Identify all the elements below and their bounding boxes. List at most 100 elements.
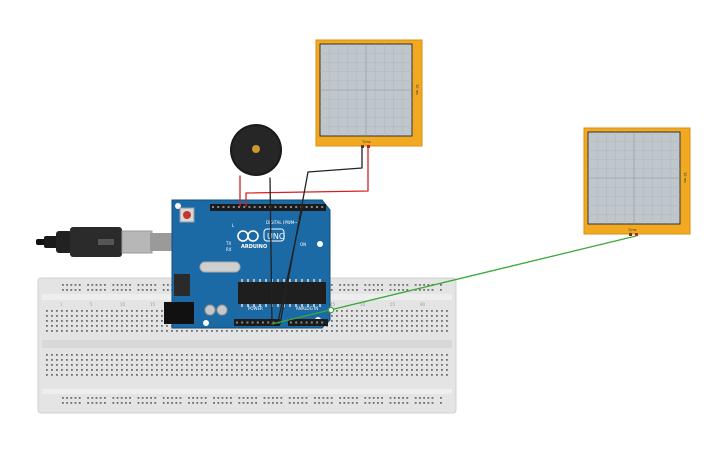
breadboard-hole[interactable] — [96, 354, 98, 356]
breadboard-hole[interactable] — [216, 374, 218, 376]
breadboard-hole[interactable] — [116, 320, 118, 322]
breadboard-hole[interactable] — [271, 374, 273, 376]
breadboard-hole[interactable] — [406, 289, 409, 291]
breadboard-hole[interactable] — [196, 397, 199, 399]
breadboard-hole[interactable] — [306, 374, 308, 376]
breadboard-hole[interactable] — [156, 325, 158, 327]
breadboard-hole[interactable] — [301, 374, 303, 376]
breadboard-hole[interactable] — [372, 289, 375, 291]
breadboard-hole[interactable] — [146, 354, 148, 356]
breadboard-hole[interactable] — [51, 325, 53, 327]
breadboard-hole[interactable] — [364, 402, 367, 404]
breadboard-hole[interactable] — [406, 330, 408, 332]
breadboard-hole[interactable] — [71, 374, 73, 376]
breadboard-hole[interactable] — [186, 374, 188, 376]
breadboard-hole[interactable] — [91, 397, 94, 399]
breadboard-hole[interactable] — [351, 374, 353, 376]
breadboard-hole[interactable] — [96, 325, 98, 327]
breadboard-hole[interactable] — [341, 359, 343, 361]
breadboard-hole[interactable] — [316, 369, 318, 371]
breadboard-hole[interactable] — [411, 310, 413, 312]
breadboard-hole[interactable] — [411, 374, 413, 376]
breadboard-hole[interactable] — [311, 330, 313, 332]
breadboard-hole[interactable] — [441, 325, 443, 327]
breadboard-hole[interactable] — [126, 359, 128, 361]
breadboard-hole[interactable] — [321, 364, 323, 366]
breadboard-hole[interactable] — [120, 397, 123, 399]
breadboard-hole[interactable] — [86, 354, 88, 356]
breadboard-hole[interactable] — [414, 402, 417, 404]
breadboard-hole[interactable] — [201, 374, 203, 376]
breadboard-hole[interactable] — [86, 359, 88, 361]
breadboard-hole[interactable] — [46, 325, 48, 327]
breadboard-hole[interactable] — [426, 364, 428, 366]
breadboard-hole[interactable] — [330, 289, 333, 291]
breadboard-hole[interactable] — [281, 374, 283, 376]
breadboard-hole[interactable] — [416, 330, 418, 332]
breadboard-hole[interactable] — [381, 310, 383, 312]
breadboard-hole[interactable] — [106, 320, 108, 322]
breadboard-hole[interactable] — [151, 364, 153, 366]
breadboard-hole[interactable] — [167, 402, 169, 404]
breadboard-hole[interactable] — [154, 284, 157, 286]
breadboard-hole[interactable] — [381, 325, 383, 327]
breadboard-hole[interactable] — [311, 369, 313, 371]
breadboard-hole[interactable] — [131, 330, 133, 332]
breadboard-hole[interactable] — [181, 359, 183, 361]
breadboard-hole[interactable] — [419, 402, 421, 404]
breadboard-hole[interactable] — [66, 369, 68, 371]
breadboard-hole[interactable] — [162, 402, 165, 404]
breadboard-hole[interactable] — [401, 364, 403, 366]
breadboard-hole[interactable] — [326, 397, 329, 399]
breadboard-hole[interactable] — [106, 369, 108, 371]
breadboard-hole[interactable] — [99, 289, 102, 291]
breadboard-hole[interactable] — [246, 330, 248, 332]
breadboard-hole[interactable] — [61, 320, 63, 322]
breadboard-hole[interactable] — [356, 369, 358, 371]
breadboard-hole[interactable] — [341, 374, 343, 376]
breadboard-hole[interactable] — [276, 369, 278, 371]
breadboard-hole[interactable] — [402, 397, 404, 399]
breadboard-hole[interactable] — [301, 397, 304, 399]
breadboard-hole[interactable] — [406, 369, 408, 371]
breadboard-hole[interactable] — [431, 330, 433, 332]
breadboard-hole[interactable] — [71, 369, 73, 371]
breadboard-hole[interactable] — [251, 374, 253, 376]
breadboard-hole[interactable] — [316, 354, 318, 356]
breadboard-hole[interactable] — [255, 402, 257, 404]
header-pin[interactable] — [241, 321, 244, 324]
breadboard-hole[interactable] — [426, 310, 428, 312]
breadboard-hole[interactable] — [91, 320, 93, 322]
breadboard-hole[interactable] — [66, 354, 68, 356]
breadboard-hole[interactable] — [336, 374, 338, 376]
breadboard-hole[interactable] — [356, 397, 358, 399]
breadboard-hole[interactable] — [181, 369, 183, 371]
breadboard-hole[interactable] — [211, 369, 213, 371]
breadboard-hole[interactable] — [120, 402, 123, 404]
breadboard-hole[interactable] — [66, 359, 68, 361]
breadboard-hole[interactable] — [411, 359, 413, 361]
breadboard-hole[interactable] — [131, 315, 133, 317]
breadboard-hole[interactable] — [318, 397, 320, 399]
breadboard-hole[interactable] — [261, 364, 263, 366]
breadboard-hole[interactable] — [372, 397, 375, 399]
breadboard-hole[interactable] — [291, 369, 293, 371]
breadboard-hole[interactable] — [150, 397, 152, 399]
breadboard-hole[interactable] — [401, 310, 403, 312]
breadboard-hole[interactable] — [271, 369, 273, 371]
breadboard-hole[interactable] — [186, 369, 188, 371]
breadboard-hole[interactable] — [96, 330, 98, 332]
breadboard-hole[interactable] — [351, 397, 354, 399]
breadboard-hole[interactable] — [192, 397, 194, 399]
breadboard-hole[interactable] — [141, 330, 143, 332]
breadboard-hole[interactable] — [261, 330, 263, 332]
breadboard-hole[interactable] — [238, 397, 241, 399]
breadboard-hole[interactable] — [440, 284, 442, 286]
breadboard-hole[interactable] — [137, 397, 140, 399]
breadboard-hole[interactable] — [351, 289, 354, 291]
breadboard-hole[interactable] — [176, 330, 178, 332]
breadboard-hole[interactable] — [301, 354, 303, 356]
breadboard-hole[interactable] — [46, 310, 48, 312]
breadboard-hole[interactable] — [427, 289, 430, 291]
breadboard-hole[interactable] — [61, 374, 63, 376]
